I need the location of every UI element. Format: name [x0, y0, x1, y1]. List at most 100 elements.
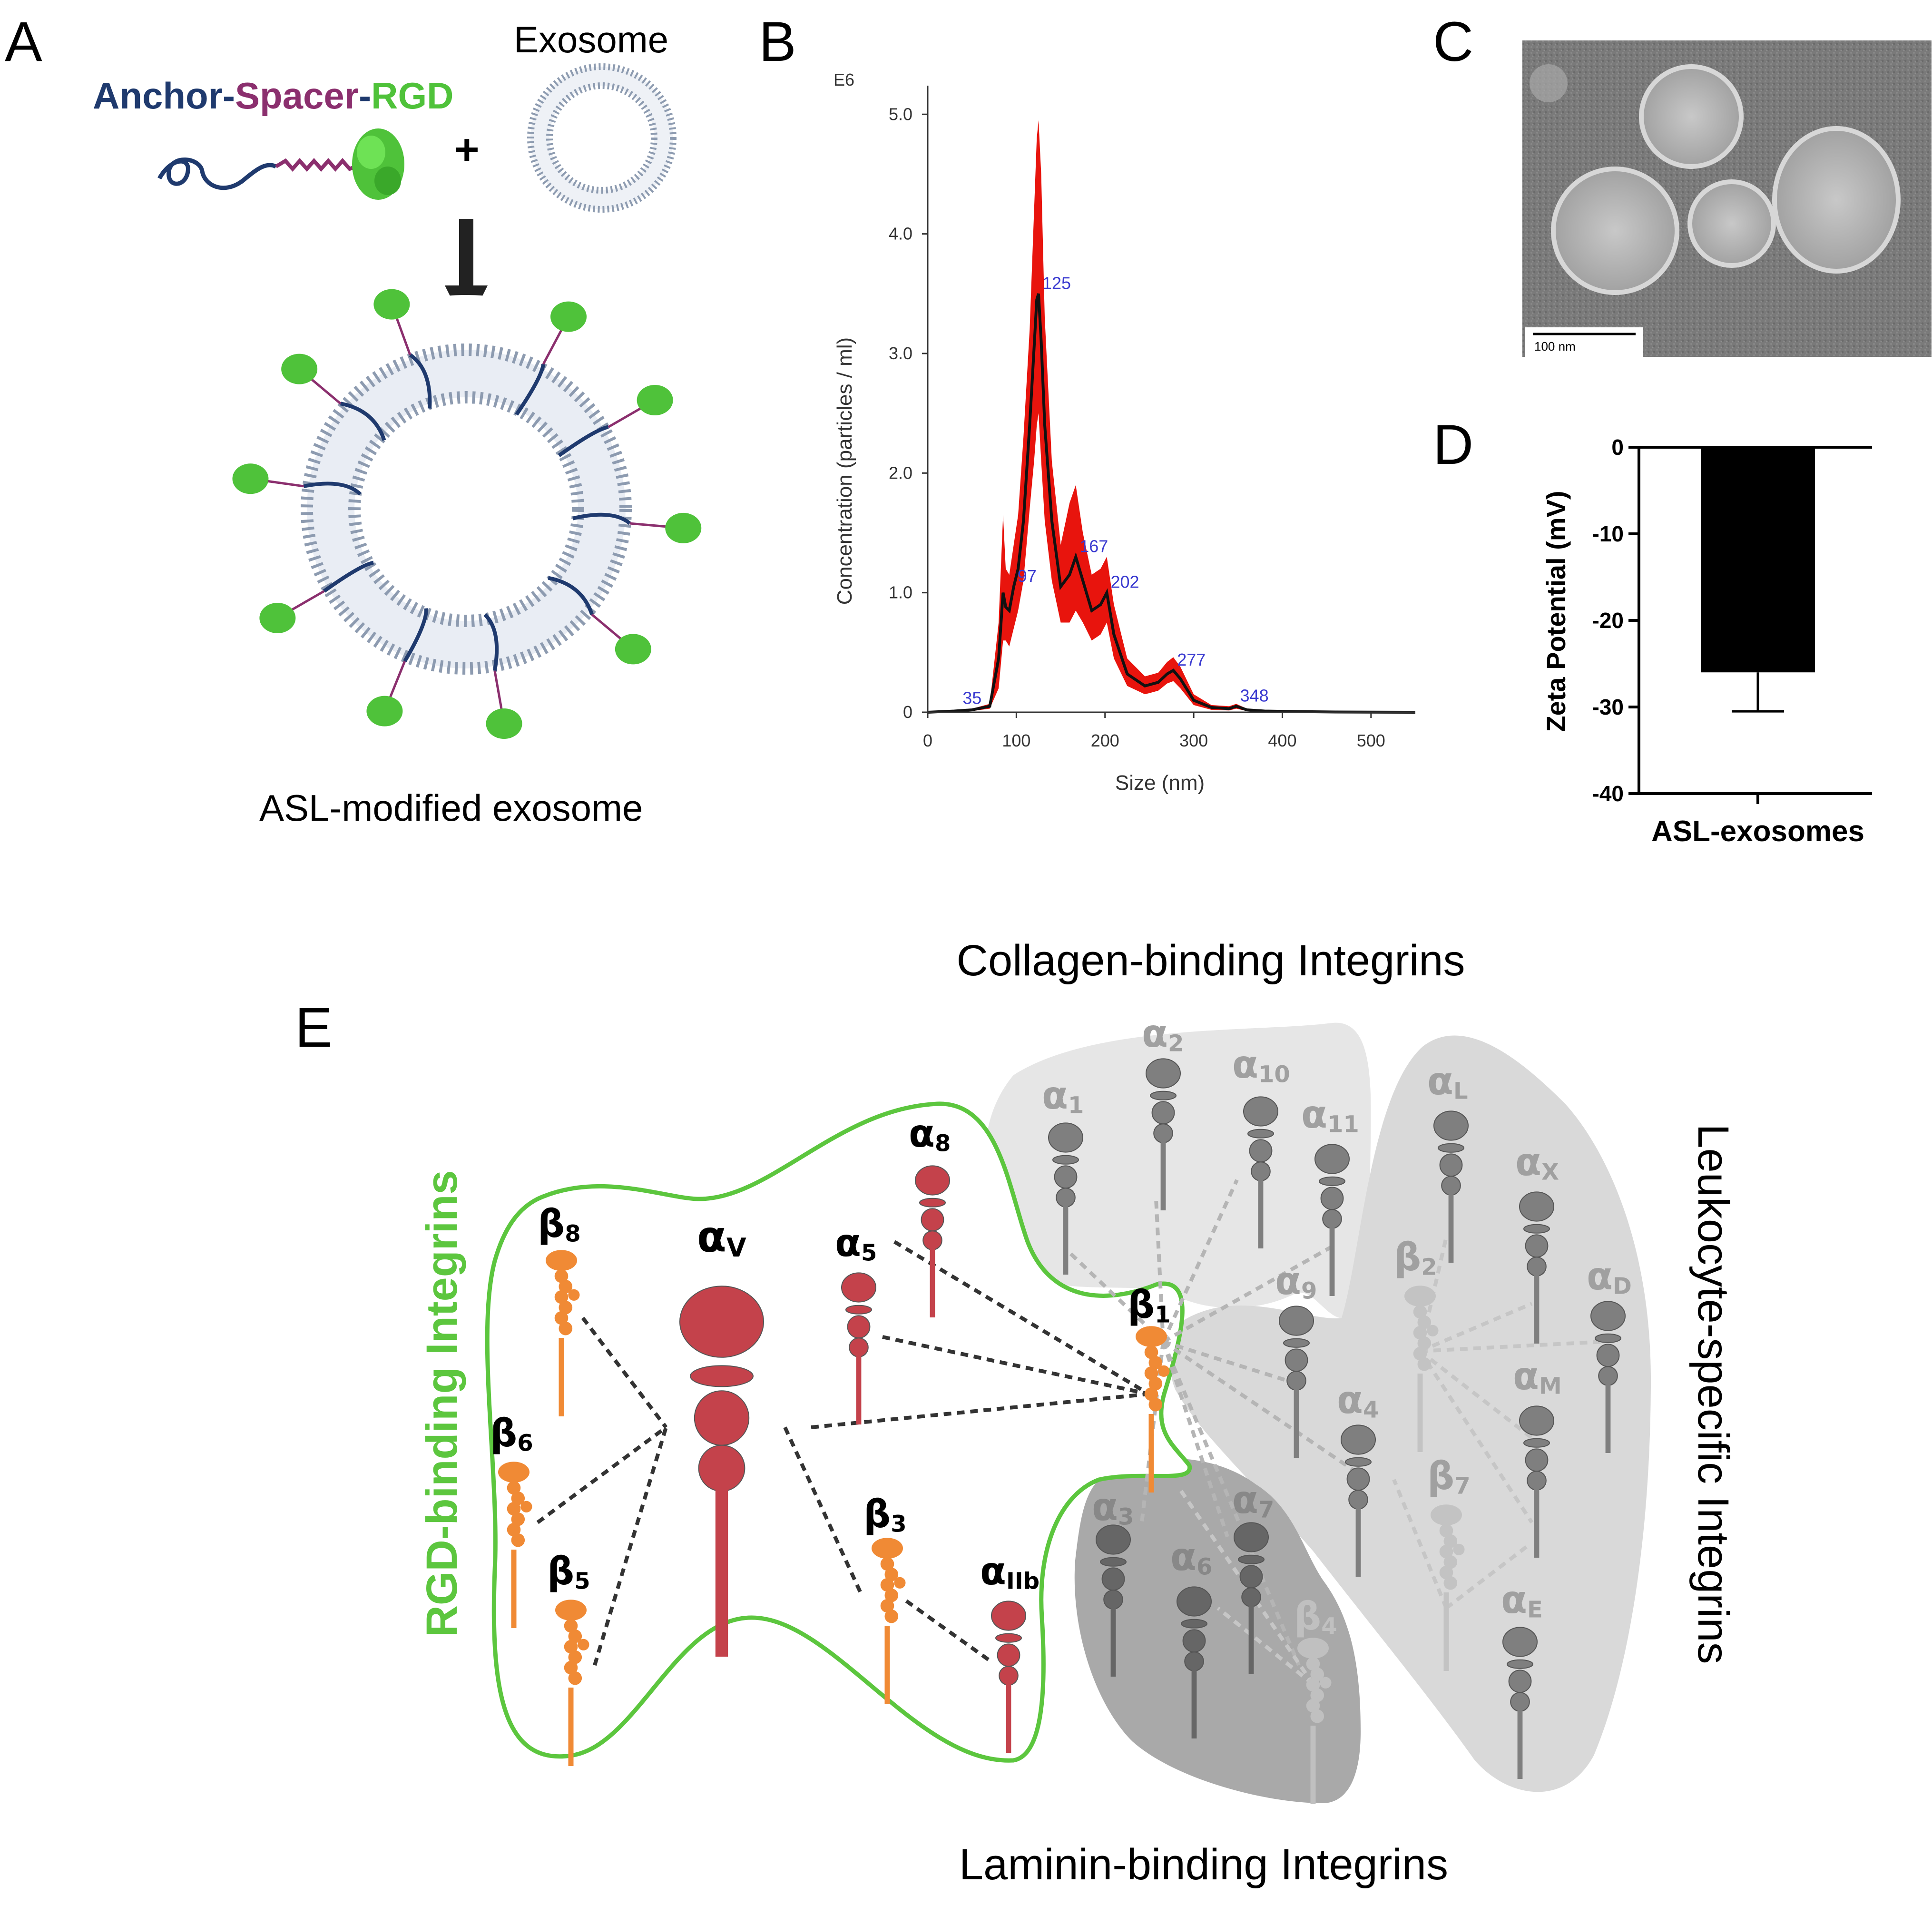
panel-label-a: A — [5, 10, 42, 73]
label-beta-6: β6 — [490, 1411, 533, 1457]
peak-label: 202 — [1110, 572, 1139, 592]
anchor-label: Anchor — [93, 75, 223, 117]
binding-link — [1445, 1544, 1529, 1610]
panel-d: D 0-10-20-30-40 ASL-exosomes Zeta Potent… — [1433, 413, 1872, 848]
rgd-ligand-icon — [281, 354, 318, 384]
modified-exosome-icon — [232, 289, 702, 739]
rgd-region-outline — [485, 1101, 1192, 1763]
integrin-alpha-7 — [1234, 1522, 1269, 1674]
asl-construct-label: Anchor-Spacer-RGD — [93, 75, 453, 117]
binding-link — [1064, 1247, 1165, 1343]
binding-link — [1161, 1179, 1239, 1343]
panel-label-c: C — [1433, 10, 1473, 73]
x-tick-label: 200 — [1091, 731, 1119, 750]
y-tick-label: 4.0 — [889, 224, 912, 244]
y-tick-label: 0 — [903, 702, 912, 722]
zeta-error-bar — [1732, 672, 1784, 713]
binding-link — [1161, 1341, 1301, 1666]
rgd-ligand-icon — [486, 708, 522, 739]
label-alpha-D: αD — [1587, 1254, 1632, 1300]
label-alpha-7: α7 — [1232, 1478, 1274, 1523]
integrin-beta-6 — [498, 1462, 532, 1628]
laminin-region — [1074, 1458, 1361, 1803]
label-alpha-8: α8 — [909, 1111, 951, 1157]
peak-label: 167 — [1079, 536, 1108, 556]
integrin-beta-4 — [1297, 1638, 1332, 1804]
binding-link — [593, 1426, 668, 1666]
integrin-alpha-5 — [841, 1272, 876, 1424]
dash-2: - — [359, 75, 371, 117]
label-alpha-X: αX — [1515, 1140, 1559, 1186]
label-alpha-11: α11 — [1301, 1092, 1359, 1138]
label-alpha-3: α3 — [1092, 1485, 1134, 1531]
binding-link — [1162, 1245, 1333, 1344]
peak-label: 97 — [1018, 566, 1037, 586]
integrin-alpha-3 — [1096, 1524, 1131, 1677]
tem-micrograph: 100 nm — [1522, 40, 1932, 357]
x-tick-label: 300 — [1179, 731, 1208, 750]
category-label: ASL-exosomes — [1651, 815, 1864, 848]
x-tick-label: 100 — [1002, 731, 1030, 750]
rgd-ligand-icon — [615, 634, 651, 665]
label-alpha-1: α1 — [1042, 1073, 1084, 1119]
panel-c: C 100 nm — [1433, 10, 1932, 357]
integrin-alpha-M — [1519, 1405, 1554, 1558]
label-alpha-10: α10 — [1232, 1042, 1290, 1088]
integrin-beta-7 — [1431, 1504, 1465, 1671]
integrin-alpha-8 — [915, 1165, 950, 1317]
rgd-ligand-icon — [550, 301, 587, 332]
integrin-alpha-10 — [1243, 1096, 1278, 1248]
label-alpha-2: α2 — [1142, 1011, 1184, 1057]
chart-b-multiplier: E6 — [834, 70, 854, 89]
label-beta-4: β4 — [1294, 1594, 1337, 1640]
x-tick-label: 500 — [1357, 731, 1385, 750]
label-alpha-5: α5 — [835, 1221, 877, 1267]
binding-link — [811, 1392, 1149, 1429]
integrin-beta-2 — [1404, 1286, 1439, 1452]
asl-modified-exosome-label: ASL-modified exosome — [259, 787, 643, 829]
binding-link — [1216, 1606, 1314, 1686]
integrin-alpha-E — [1502, 1627, 1538, 1779]
y-tick-label: 1.0 — [889, 583, 912, 602]
rgd-label: RGD — [371, 75, 453, 117]
integrin-alpha-9 — [1279, 1306, 1314, 1458]
rgd-ligand-icon — [637, 385, 673, 415]
x-tick-label: 0 — [923, 731, 932, 750]
asl-molecule-icon — [157, 128, 404, 200]
exosome-label: Exosome — [514, 19, 668, 60]
peak-label: 35 — [962, 688, 981, 707]
concentration-error-band — [928, 120, 1415, 712]
peak-label: 277 — [1177, 650, 1206, 669]
label-beta-2: β2 — [1394, 1235, 1437, 1281]
binding-link — [1420, 1340, 1604, 1353]
integrin-alpha-v — [679, 1286, 764, 1657]
leukocyte-title: Leukocyte-specific Integrins — [1689, 1124, 1737, 1664]
integrin-alpha-L — [1433, 1110, 1469, 1263]
y-tick-label: -40 — [1592, 781, 1624, 806]
collagen-region — [985, 1022, 1371, 1318]
binding-link — [882, 1335, 1149, 1396]
integrin-beta-8 — [546, 1250, 580, 1416]
concentration-mean-line — [927, 293, 1416, 714]
rgd-ligand-icon — [259, 603, 296, 633]
label-beta-5: β5 — [547, 1549, 590, 1595]
label-beta-3: β3 — [863, 1492, 907, 1538]
zeta-bar-asl-exosomes — [1701, 447, 1815, 673]
rgd-ligand-icon — [366, 696, 403, 727]
chart-d-y-label: Zeta Potential (mV) — [1541, 491, 1571, 732]
integrin-beta-3 — [872, 1538, 906, 1704]
binding-link — [1419, 1302, 1533, 1353]
label-alpha-4: α4 — [1337, 1378, 1379, 1424]
label-alpha-v: αV — [697, 1212, 746, 1263]
panel-label-b: B — [759, 10, 796, 73]
rgd-ligand-icon — [373, 289, 410, 320]
y-tick-label: -20 — [1592, 608, 1624, 633]
scale-bar-label: 100 nm — [1534, 339, 1576, 354]
binding-link — [581, 1316, 668, 1429]
panel-a: A Anchor-Spacer-RGD + Exosome — [5, 10, 702, 829]
label-alpha-M: αM — [1513, 1354, 1562, 1400]
integrin-alpha-IIb — [991, 1601, 1026, 1753]
chart-b-x-label: Size (nm) — [1115, 771, 1205, 795]
